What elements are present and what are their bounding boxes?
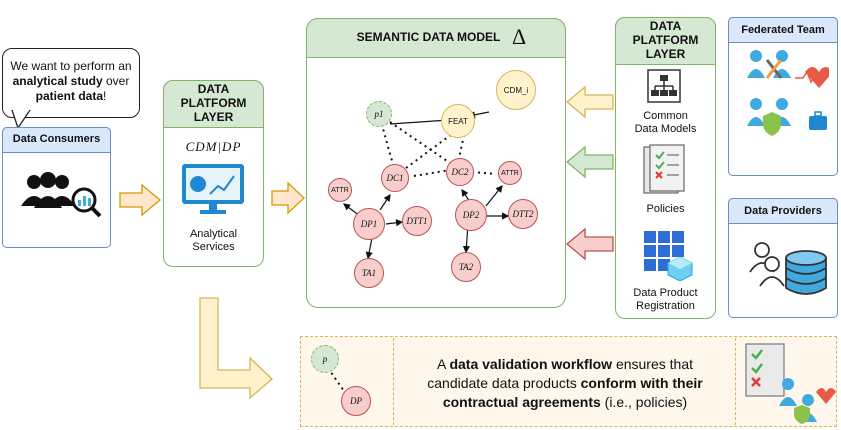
node-dc1: DC1 [381,164,409,192]
validation-policy-team-icon [745,343,836,424]
node-ta1: TA1 [354,258,384,288]
hierarchy-icon [647,69,681,103]
speech-bubble [2,48,140,118]
semantic-model-box [306,18,566,308]
providers-database-icon [749,242,827,295]
federated-team-box [728,17,838,176]
arrow-platform-to-semantic [271,181,305,215]
semantic-graph-edges [343,111,510,260]
arrow-consumers-to-platform [119,183,162,217]
node-attr-2: ATTR [498,161,522,185]
arrow-registration-to-semantic [565,227,614,261]
arrow-to-validation [199,297,273,400]
federated-team-title: Federated Team [741,24,825,36]
node-dc2: DC2 [446,158,474,186]
platform-left-header [163,80,264,128]
validation-text: A data validation workflow ensures that … [427,356,703,410]
speech-bubble-tail [11,110,31,130]
node-feat: FEAT [441,104,475,138]
federated-team-icon [747,50,829,136]
arrow-cdm-to-semantic [565,85,614,119]
data-providers-title: Data Providers [744,205,822,217]
data-providers-header [728,198,838,224]
policies-label: Policies [646,203,685,215]
node-dtt1: DTT1 [402,206,432,236]
data-consumers-title: Data Consumers [12,133,101,145]
node-p1: p1 [366,101,392,127]
node-dp2: DP2 [455,199,487,231]
semantic-model-header [306,18,566,58]
validation-node-p: p [311,345,339,373]
delta-symbol: Δ [512,24,527,49]
people-search-icon [21,172,102,218]
arrow-policies-to-semantic [565,145,614,179]
node-ta2: TA2 [451,252,481,282]
platform-right-header [615,17,716,65]
node-attr-1: ATTR [328,178,352,202]
data-product-blocks-icon [644,231,693,281]
node-dp1: DP1 [353,208,385,240]
federated-team-header [728,17,838,43]
validation-divider-left [393,338,394,425]
speech-text: We want to perform an analytical study o… [10,59,132,103]
validation-divider-right [735,338,736,425]
policy-checklist-icon [643,144,685,194]
data-consumers-header [2,127,111,153]
semantic-model-title: SEMANTIC DATA MODEL [356,30,501,44]
validation-node-dp: DP [341,386,371,416]
node-cdm-i: CDM_i [496,70,536,110]
monitor-analytics-icon [182,164,244,214]
node-dtt2: DTT2 [508,199,538,229]
cdm-dp-formula: CDM|DP [185,139,242,154]
